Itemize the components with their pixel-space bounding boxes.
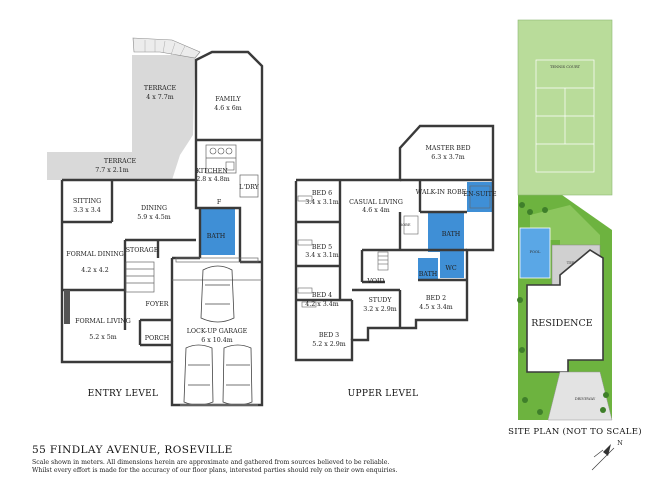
terrace-lower-name: TERRACE — [104, 158, 137, 165]
fireplace-left — [64, 290, 70, 324]
garage-cars — [183, 265, 253, 406]
wc-label: WC — [445, 265, 456, 272]
master-bed-dim: 6.3 x 3.7m — [431, 154, 465, 161]
tennis-court-label: TENNIS COURT — [550, 65, 581, 69]
driveway-label: DRIVEWAY — [575, 397, 596, 401]
garage-dim: 6 x 10.4m — [201, 337, 233, 344]
bed4-name: BED 4 — [312, 292, 332, 299]
bed5-name: BED 5 — [312, 244, 332, 251]
study-dim: 3.2 x 2.9m — [363, 306, 397, 313]
casual-living-dim: 4.6 x 4m — [362, 207, 390, 214]
sitting-name: SITTING — [73, 198, 101, 205]
storage-label: STORAGE — [126, 247, 159, 254]
compass-north-label: N — [617, 440, 623, 447]
site-shrubs — [517, 202, 609, 415]
upper-bath-label: BATH — [442, 231, 461, 238]
terrace-step-lines — [144, 40, 186, 57]
driveway-area — [547, 371, 613, 421]
kitchen-dim: 2.8 x 4.8m — [196, 176, 230, 183]
entry-thin-lines — [125, 144, 262, 293]
disclaimer-line-1: Scale shown in meters. All dimensions he… — [32, 459, 390, 466]
compass: N — [591, 440, 623, 471]
foyer-label: FOYER — [145, 301, 168, 308]
fridge-label: F — [217, 199, 222, 206]
compass-north-arrow-icon — [603, 444, 611, 456]
walk-in-robe-label: WALK-IN ROBE — [416, 189, 467, 196]
formal-dining-dim: 4.2 x 4.2 — [81, 267, 109, 274]
terrace-steps — [132, 37, 201, 59]
formal-living-dim: 5.2 x 5m — [89, 334, 117, 341]
entry-bath-label: BATH — [207, 233, 226, 240]
disclaimer-line-2: Whilst every effort is made for the accu… — [32, 467, 398, 475]
upper-level-label: UPPER LEVEL — [348, 389, 419, 399]
kitchen-name: KITCHEN — [196, 168, 228, 175]
terrace-lower-dim: 7.7 x 2.1m — [95, 167, 129, 174]
upper-wet-areas — [418, 182, 493, 280]
pool-label: POOL — [530, 250, 541, 254]
entry-level-plan: TERRACE 4 x 7.7m FAMILY 4.6 x 6m TERRACE… — [47, 37, 264, 407]
formal-dining-name: FORMAL DINING — [66, 251, 124, 258]
porch-label: PORCH — [145, 335, 170, 342]
upper-walls — [294, 124, 495, 362]
pool-area — [519, 227, 551, 279]
ensuite-label: EN-SUITE — [463, 191, 497, 198]
upper-bath2-label: BATH — [419, 271, 438, 278]
upper-thin-lines — [297, 185, 491, 308]
master-bed-name: MASTER BED — [425, 145, 470, 152]
bed4-dim: 4.2 x 3.4m — [305, 301, 339, 308]
upper-level-plan: MASTER BED 6.3 x 3.7m BED 6 3.4 x 3.1m C… — [294, 124, 497, 399]
garage-name: LOCK-UP GARAGE — [187, 328, 248, 335]
disclaimer: Scale shown in meters. All dimensions he… — [32, 459, 592, 476]
formal-living-name: FORMAL LIVING — [75, 318, 131, 325]
robe-label: ROBE — [400, 223, 411, 227]
bed2-dim: 4.5 x 3.4m — [419, 304, 453, 311]
family-name: FAMILY — [215, 96, 241, 103]
terrace-upper-dim: 4 x 7.7m — [146, 94, 174, 101]
bed3-dim: 5.2 x 2.9m — [312, 341, 346, 348]
property-address: 55 FINDLAY AVENUE, ROSEVILLE — [32, 444, 233, 456]
bed3-name: BED 3 — [319, 332, 339, 339]
terrace-area — [47, 55, 195, 180]
dining-name: DINING — [141, 205, 167, 212]
bed5-dim: 3.4 x 3.1m — [305, 252, 339, 259]
sitting-dim: 3.3 x 3.4 — [73, 207, 101, 214]
kitchen-fixtures — [209, 147, 235, 171]
study-name: STUDY — [368, 297, 392, 304]
laundry-label: L'DRY — [239, 184, 260, 191]
terrace-upper-name: TERRACE — [144, 85, 177, 92]
site-plan: TENNIS COURT POOL TERRACE RESIDENCE DRIV… — [508, 19, 642, 471]
dining-dim: 5.9 x 4.5m — [137, 214, 171, 221]
residence-outline — [526, 249, 604, 373]
site-plan-label: SITE PLAN (NOT TO SCALE) — [508, 426, 642, 437]
bed2-name: BED 2 — [426, 295, 446, 302]
residence-label: RESIDENCE — [531, 318, 592, 329]
bed6-name: BED 6 — [312, 190, 332, 197]
void-label: VOID — [366, 278, 384, 285]
casual-living-name: CASUAL LIVING — [349, 199, 403, 206]
family-dim: 4.6 x 6m — [214, 105, 242, 112]
entry-level-label: ENTRY LEVEL — [88, 389, 159, 399]
tennis-court-lines — [535, 59, 595, 173]
entry-bath-fill — [199, 207, 235, 255]
bed6-dim: 3.4 x 3.1m — [305, 199, 339, 206]
